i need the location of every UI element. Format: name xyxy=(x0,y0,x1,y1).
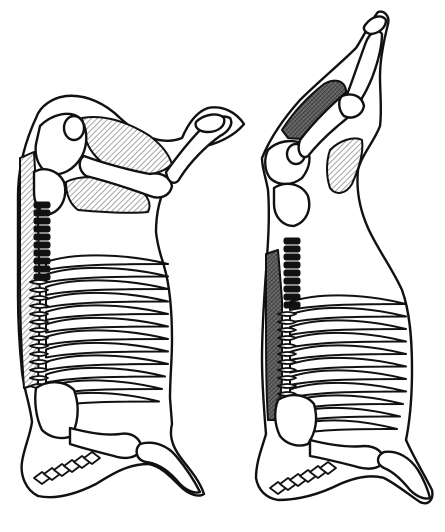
vertebra xyxy=(30,304,48,308)
vertebra xyxy=(34,242,50,248)
vertebra xyxy=(30,352,48,356)
vertebra xyxy=(284,286,300,292)
vertebra xyxy=(284,278,300,284)
vertebra xyxy=(278,312,296,316)
vertebra xyxy=(278,360,296,364)
right-knee xyxy=(339,94,364,117)
right-carcass xyxy=(256,12,432,504)
left-carcass xyxy=(18,96,244,498)
vertebra xyxy=(30,368,48,372)
vertebra xyxy=(34,202,50,208)
vertebra xyxy=(34,250,50,256)
right-hock xyxy=(364,17,386,34)
vertebra xyxy=(278,376,296,380)
vertebra xyxy=(284,270,300,276)
vertebra xyxy=(30,320,48,324)
vertebra xyxy=(278,320,296,324)
vertebra xyxy=(278,368,296,372)
vertebra xyxy=(30,376,48,380)
vertebra xyxy=(30,296,48,300)
vertebra xyxy=(278,328,296,332)
left-hock xyxy=(196,115,225,132)
vertebra xyxy=(34,218,50,224)
vertebra xyxy=(34,258,50,264)
vertebra xyxy=(30,288,48,292)
vertebra xyxy=(34,234,50,240)
vertebra xyxy=(278,352,296,356)
vertebra xyxy=(278,336,296,340)
left-hip-socket xyxy=(64,116,84,140)
vertebra xyxy=(278,384,296,388)
vertebra xyxy=(284,246,300,252)
vertebra xyxy=(278,344,296,348)
vertebra xyxy=(34,210,50,216)
right-scapula xyxy=(275,395,316,446)
vertebra xyxy=(34,266,50,272)
left-foreleg-bones xyxy=(137,443,200,493)
vertebra xyxy=(284,238,300,244)
vertebra xyxy=(284,294,300,300)
vertebra xyxy=(30,360,48,364)
vertebra xyxy=(30,328,48,332)
vertebra xyxy=(30,280,48,284)
left-humerus xyxy=(70,428,142,458)
vertebra xyxy=(284,262,300,268)
right-ischium xyxy=(274,184,309,226)
right-humerus xyxy=(310,440,384,469)
vertebra xyxy=(34,226,50,232)
vertebra xyxy=(284,254,300,260)
vertebra xyxy=(34,274,50,280)
vertebra xyxy=(30,312,48,316)
vertebra xyxy=(30,336,48,340)
left-neck-vertebrae xyxy=(34,452,100,484)
vertebra xyxy=(30,344,48,348)
vertebra xyxy=(284,302,300,308)
